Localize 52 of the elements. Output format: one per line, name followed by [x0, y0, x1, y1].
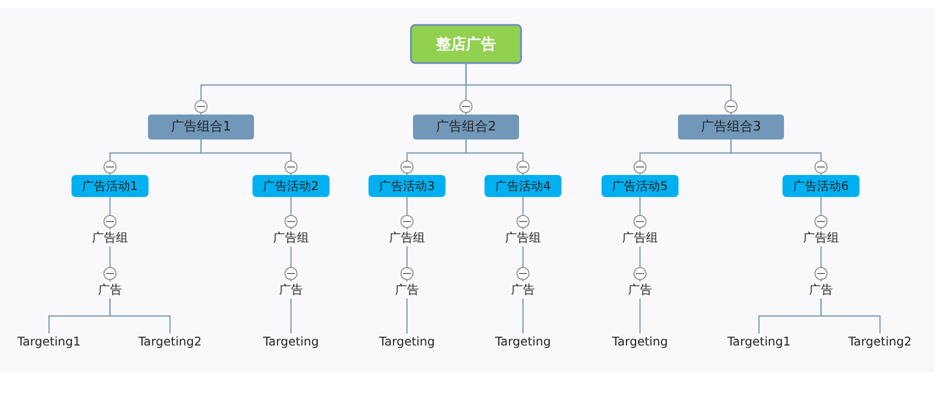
tree-label: 广告 — [509, 282, 537, 298]
tree-label: Targeting1 — [15, 334, 83, 350]
campaign-box: 广告活动3 — [368, 175, 446, 197]
connector-line — [290, 197, 292, 230]
connector-line — [109, 298, 171, 334]
tree-label: 广告 — [96, 282, 124, 298]
connector-line — [820, 197, 822, 230]
connector-line — [820, 298, 881, 334]
tree-label: 广告组 — [503, 230, 543, 246]
campaign-box: 广告活动5 — [602, 175, 678, 197]
connector-line — [820, 246, 822, 282]
connector-line — [109, 197, 111, 230]
tree-label: 广告组 — [387, 230, 427, 246]
tree-label: Targeting1 — [725, 334, 793, 350]
connector-line — [639, 197, 641, 230]
tree-label: Targeting2 — [846, 334, 914, 350]
campaign-box: 广告活动1 — [72, 175, 148, 197]
tree-label: 广告组 — [620, 230, 660, 246]
connector-line — [109, 246, 111, 282]
connector-line — [522, 298, 524, 334]
connector-line — [730, 140, 822, 175]
tree-label: Targeting — [610, 334, 670, 350]
portfolio-box: 广告组合2 — [413, 114, 519, 140]
connector-line — [406, 197, 408, 230]
campaign-box: 广告活动2 — [252, 175, 330, 197]
tree-label: Targeting2 — [136, 334, 204, 350]
connector-line — [465, 140, 524, 175]
connector-line — [522, 197, 524, 230]
tree-label: 广告 — [393, 282, 421, 298]
campaign-box: 广告活动6 — [782, 175, 860, 197]
portfolio-box: 广告组合1 — [148, 114, 254, 140]
connector-line — [406, 298, 408, 334]
tree-label: 广告组 — [271, 230, 311, 246]
connector-line — [639, 298, 641, 334]
root-box: 整店广告 — [410, 24, 522, 64]
tree-label: Targeting — [493, 334, 553, 350]
tree-label: 广告 — [277, 282, 305, 298]
connector-line — [639, 246, 641, 282]
portfolio-box: 广告组合3 — [678, 114, 784, 140]
tree-label: 广告 — [807, 282, 835, 298]
campaign-box: 广告活动4 — [484, 175, 562, 197]
connector-line — [465, 64, 732, 114]
connector-line — [406, 246, 408, 282]
connector-line — [200, 140, 292, 175]
connector-line — [290, 246, 292, 282]
tree-label: 广告 — [626, 282, 654, 298]
tree-label: Targeting — [377, 334, 437, 350]
connector-line — [290, 298, 292, 334]
tree-label: 广告组 — [801, 230, 841, 246]
tree-label: 广告组 — [90, 230, 130, 246]
tree-label: Targeting — [261, 334, 321, 350]
connector-line — [522, 246, 524, 282]
